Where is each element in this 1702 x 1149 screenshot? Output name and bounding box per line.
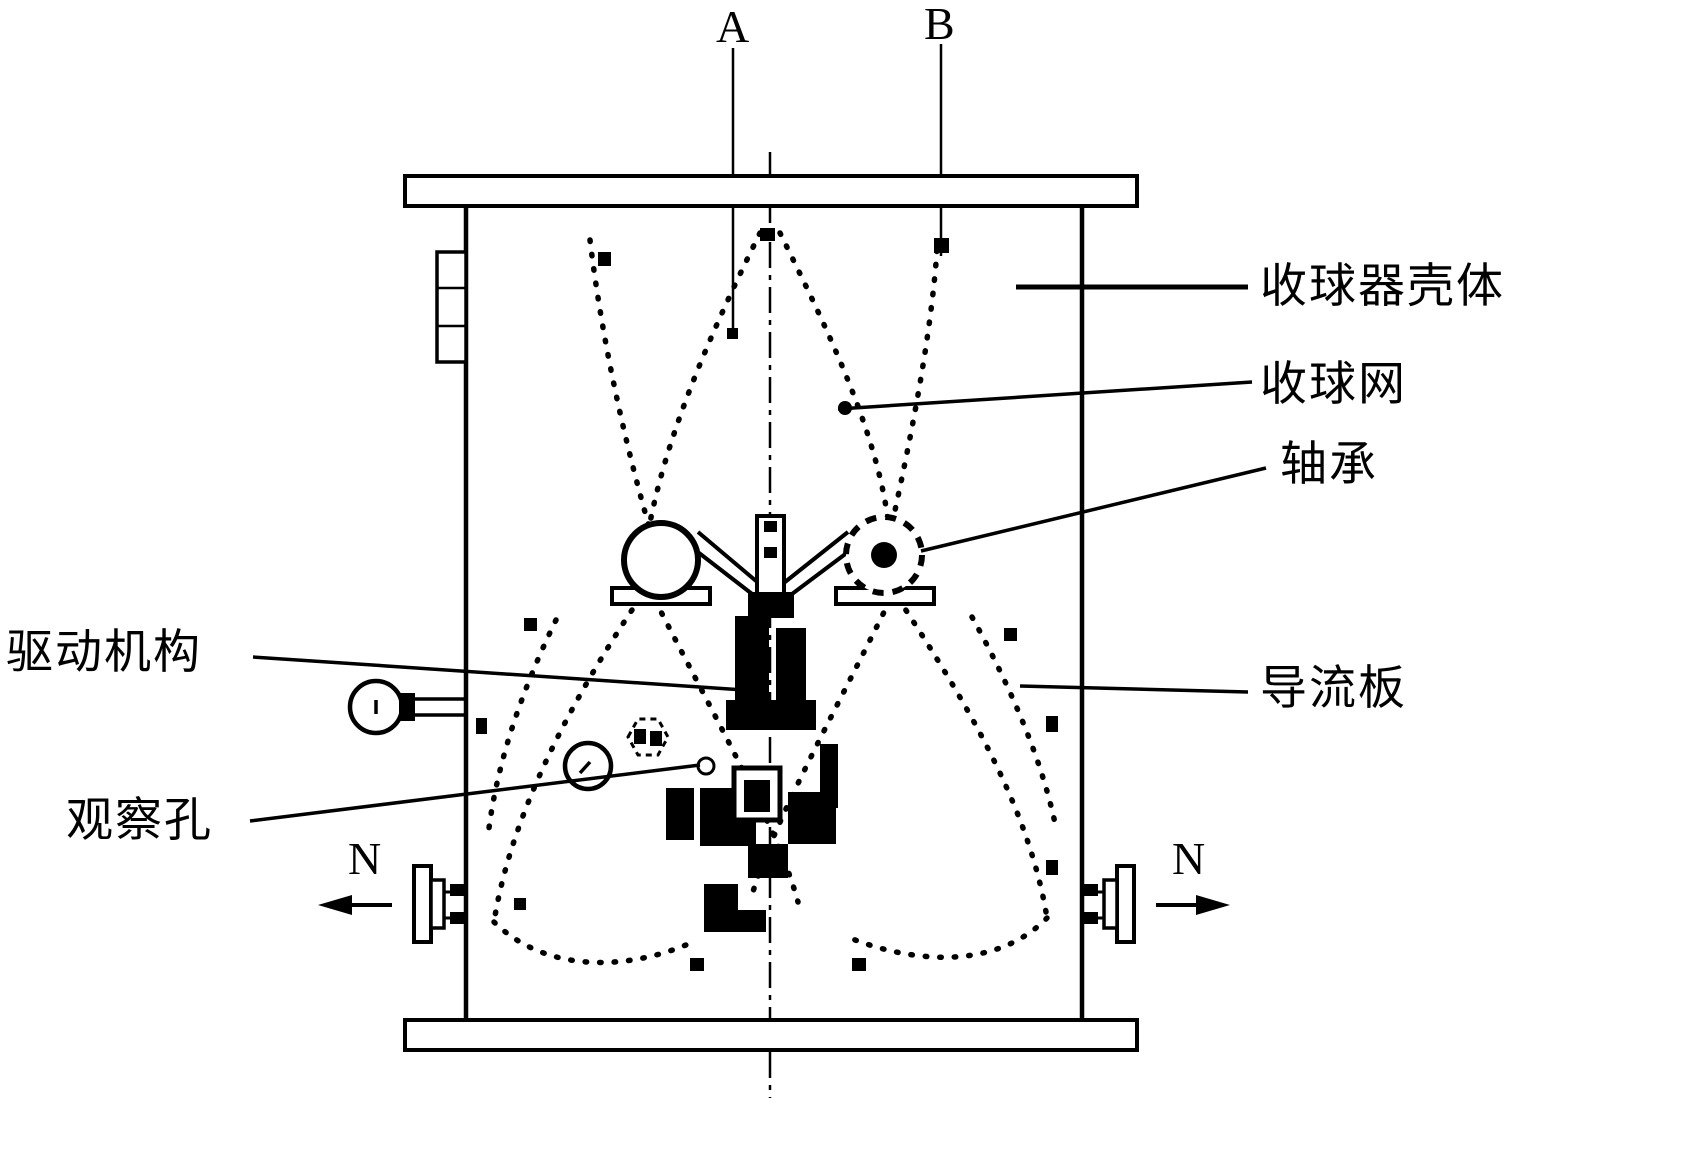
net-dots [476, 228, 1058, 971]
label-housing: 收球器壳体 [1260, 259, 1505, 312]
label-bearing: 轴承 [1280, 437, 1378, 490]
label-observation-hole: 观察孔 [66, 793, 213, 846]
central-shaft [755, 514, 786, 596]
observation-window [696, 756, 783, 823]
flow-marker-n-right: N [1172, 833, 1206, 884]
bearing-left [610, 520, 764, 606]
flow-marker-n-left: N [348, 833, 382, 884]
drive-mechanism-parts [666, 592, 838, 932]
nozzle-right [1082, 864, 1136, 944]
left-fittings [347, 678, 670, 792]
label-net: 收球网 [1260, 357, 1407, 410]
leader-lines [249, 284, 1267, 823]
label-drive-mechanism: 驱动机构 [6, 625, 202, 678]
label-deflector: 导流板 [1260, 661, 1407, 714]
bearing-right [778, 514, 936, 606]
section-marker-a: A [716, 1, 750, 52]
flow-arrow-left [318, 895, 392, 915]
vessel-housing [403, 174, 1139, 1052]
section-marker-b: B [924, 0, 955, 49]
nozzle-left [412, 864, 466, 944]
flow-arrow-right [1156, 895, 1230, 915]
